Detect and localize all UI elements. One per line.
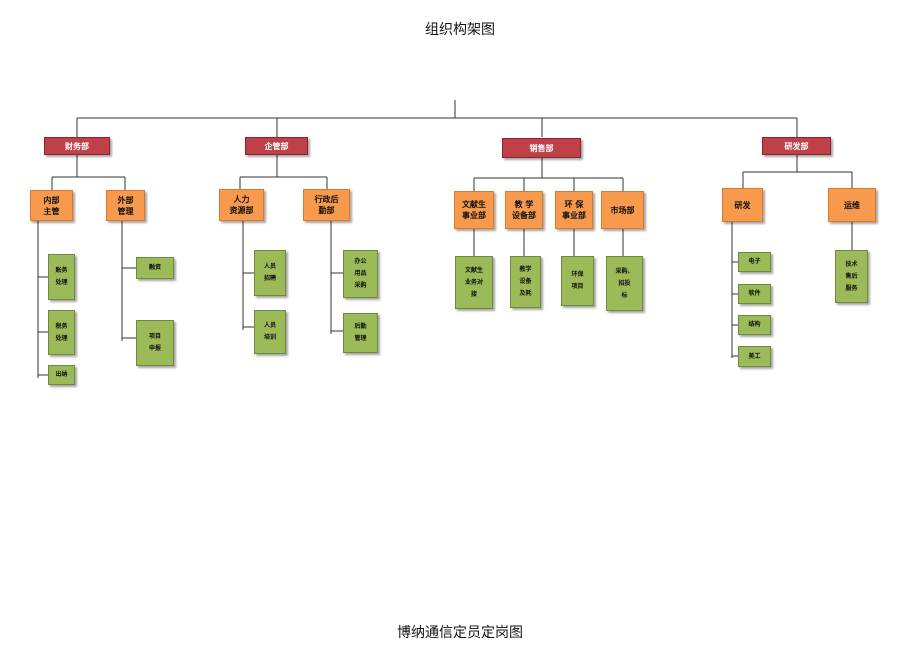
group-operations: 运维 <box>828 188 876 222</box>
dept-rnd: 研发部 <box>762 137 831 155</box>
node-structure: 结构 <box>738 315 771 335</box>
node-art: 美工 <box>738 346 771 367</box>
group-teaching-equipment: 教 学 设备部 <box>505 191 543 229</box>
footer-title: 博纳通信定员定岗图 <box>397 625 523 641</box>
node-cashier: 出纳 <box>48 365 75 385</box>
group-literature: 文献生 事业部 <box>454 191 494 229</box>
node-accounting: 账务 处理 <box>48 254 75 300</box>
dept-sales: 销售部 <box>502 138 581 158</box>
node-electronics: 电子 <box>738 252 771 272</box>
group-admin-logistics: 行政后 勤部 <box>303 189 350 221</box>
group-research: 研发 <box>722 188 763 222</box>
dept-management: 企管部 <box>245 137 308 155</box>
node-teaching-supplies: 教学 设备 及耗 <box>510 256 541 308</box>
dept-finance: 财务部 <box>44 137 110 155</box>
group-hr: 人力 资源部 <box>219 189 264 221</box>
node-financing: 融资 <box>136 257 174 279</box>
group-market: 市场部 <box>601 191 644 229</box>
node-logistics: 后勤 管理 <box>343 313 378 353</box>
node-literature-business: 文献生 业务对 接 <box>455 256 493 309</box>
node-project-application: 项目 申报 <box>136 320 174 366</box>
group-external-management: 外部 管理 <box>106 190 145 221</box>
node-office-supplies: 办公 用品 采购 <box>343 250 378 298</box>
node-procurement-bidding: 采购、 招投 标 <box>606 256 643 311</box>
node-environmental-project: 环保 项目 <box>561 256 594 306</box>
node-tax: 税务 处理 <box>48 310 75 355</box>
page-title: 组织构架图 <box>425 22 495 38</box>
node-training: 人员 培训 <box>254 310 286 354</box>
node-recruitment: 人员 招聘 <box>254 250 286 296</box>
group-internal-supervisor: 内部 主管 <box>30 190 73 221</box>
node-software: 软件 <box>738 284 771 304</box>
group-environmental: 环 保 事业部 <box>555 191 593 229</box>
node-tech-support: 技术 售后 服务 <box>835 250 868 303</box>
